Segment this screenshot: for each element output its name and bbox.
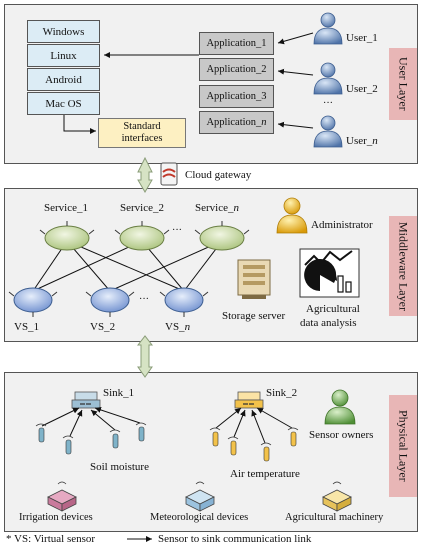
service-ellipsis: ··· [172, 225, 182, 236]
agricultural-analysis-icon [299, 248, 360, 298]
user-ellipsis: ··· [323, 98, 333, 109]
sink-icon [234, 391, 264, 409]
user-layer-label: User Layer [389, 48, 417, 120]
sensor-icon [135, 422, 147, 442]
legend-label: Sensor to sink communication link [158, 533, 312, 545]
administrator-icon [276, 197, 308, 234]
user-icon [313, 115, 343, 148]
service-node [114, 221, 170, 251]
sensor-icon [209, 427, 221, 447]
os-box-linux: Linux [27, 44, 100, 67]
application-box-1: Application_1 [199, 32, 274, 55]
storage-server-label: Storage server [222, 310, 286, 322]
sensor-icon [109, 429, 121, 449]
footnote-vs: * VS: Virtual sensor [6, 533, 96, 545]
service-label-n: Service_n [195, 202, 239, 214]
vs-label-1: VS_1 [14, 321, 40, 333]
cloud-gateway-label: Cloud gateway [185, 169, 252, 181]
standard-interfaces-box: Standard interfaces [98, 118, 186, 148]
sensor-icon [260, 442, 272, 462]
storage-server-icon [237, 259, 271, 299]
user-icon [313, 12, 343, 45]
user-label-n: User_n [346, 135, 378, 147]
user-label-1: User_1 [346, 32, 378, 44]
user-middleware-connector [137, 156, 153, 193]
user-icon [313, 62, 343, 95]
irrigation-devices-label: Irrigation devices [19, 512, 93, 523]
service-label-2: Service_2 [120, 202, 164, 214]
sensor-owners-label: Sensor owners [309, 429, 374, 441]
vs-node [159, 287, 209, 317]
user-label-2: User_2 [346, 83, 378, 95]
sink-label-2: Sink_2 [266, 387, 298, 399]
administrator-label: Administrator [311, 219, 373, 231]
application-box-n: Application_n [199, 111, 274, 134]
air-temperature-label: Air temperature [230, 468, 300, 480]
agricultural-machinery-label: Agricultural machinery [285, 512, 384, 523]
vs-label-2: VS_2 [90, 321, 116, 333]
agri-analysis-label-2: data analysis [300, 317, 357, 329]
sensor-icon [35, 423, 47, 443]
agri-analysis-label-1: Agricultural [306, 303, 360, 315]
vs-ellipsis: ··· [139, 294, 149, 305]
service-node [39, 221, 95, 251]
irrigation-device-icon [47, 481, 77, 512]
agricultural-machinery-icon [322, 481, 352, 512]
cloud-gateway-icon [160, 162, 178, 186]
usern-arrow [277, 121, 314, 129]
os-to-interface-connector [63, 114, 96, 134]
os-box-android: Android [27, 68, 100, 91]
sink-icon [71, 391, 101, 409]
sensor-icon [62, 435, 74, 455]
sensor-owners-icon [324, 389, 356, 425]
application-box-2: Application_2 [199, 58, 274, 81]
service-node [194, 221, 250, 251]
os-box-windows: Windows [27, 20, 100, 43]
physical-layer-label: Physical Layer [389, 395, 417, 497]
meteorological-devices-label: Meteorological devices [150, 512, 249, 523]
vs-node [85, 287, 135, 317]
soil-moisture-label: Soil moisture [90, 461, 149, 473]
user2-arrow [277, 68, 314, 76]
user1-arrow [277, 32, 314, 45]
sensor-sink-links [41, 407, 293, 444]
sensor-icon [287, 427, 299, 447]
sensor-icon [227, 436, 239, 456]
sink-label-1: Sink_1 [103, 387, 135, 399]
middleware-layer-label: Middleware Layer [389, 216, 417, 316]
vs-label-n: VS_n [165, 321, 191, 333]
service-label-1: Service_1 [44, 202, 88, 214]
os-box-macos: Mac OS [27, 92, 100, 115]
meteorological-device-icon [185, 481, 215, 512]
vs-node [8, 287, 58, 317]
application-box-3: Application_3 [199, 85, 274, 108]
middleware-physical-connector [136, 335, 154, 378]
